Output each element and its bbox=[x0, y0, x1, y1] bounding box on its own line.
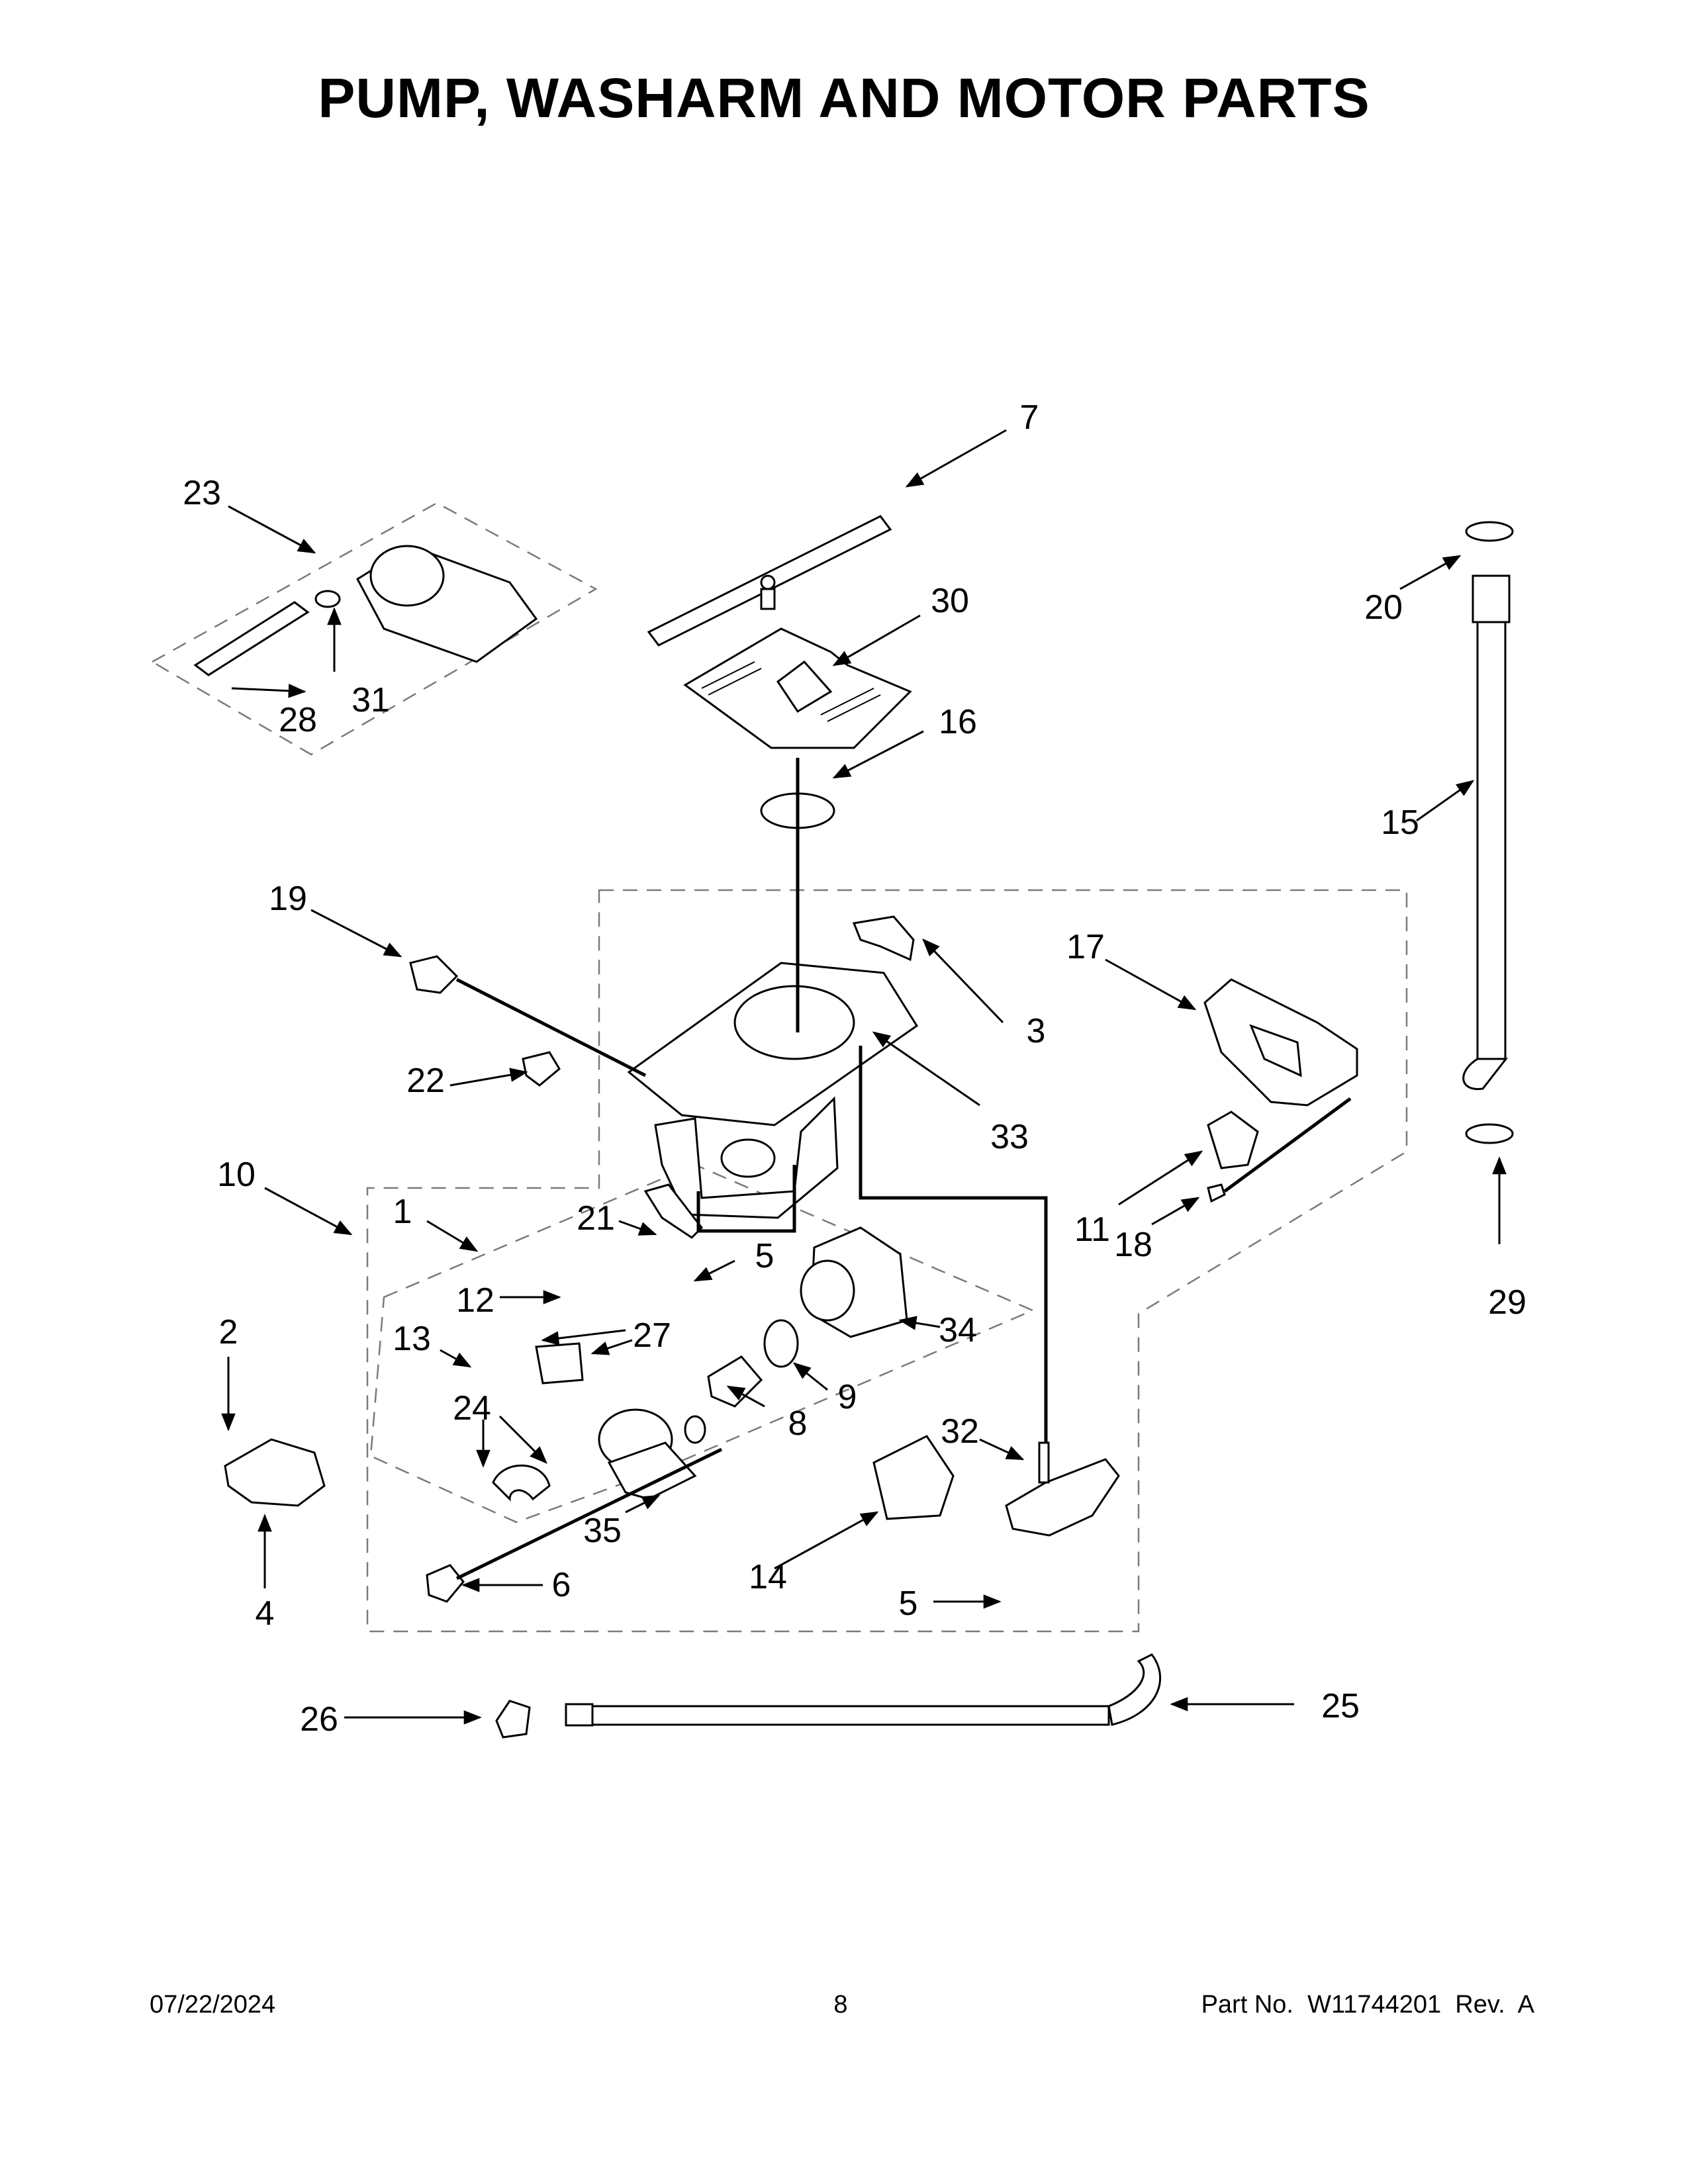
pump-mount bbox=[1005, 1441, 1120, 1537]
impeller-housing bbox=[707, 1355, 763, 1408]
pump-housing bbox=[598, 1408, 697, 1500]
callout-4: 4 bbox=[256, 1594, 275, 1633]
hose-clamp-top bbox=[1465, 521, 1514, 542]
callout-20: 20 bbox=[1364, 588, 1403, 627]
callout-13: 13 bbox=[393, 1320, 431, 1358]
hose-clamp-bottom bbox=[1465, 1123, 1514, 1144]
callout-17: 17 bbox=[1066, 928, 1105, 966]
callout-5b: 5 bbox=[899, 1584, 918, 1623]
hose-clip bbox=[495, 1700, 531, 1739]
callout-35: 35 bbox=[583, 1512, 622, 1550]
callout-27: 27 bbox=[633, 1316, 671, 1355]
drain-hose-horizontal bbox=[565, 1653, 1162, 1727]
filter-plate bbox=[683, 627, 912, 749]
callout-21: 21 bbox=[577, 1199, 615, 1238]
callout-10: 10 bbox=[217, 1156, 256, 1194]
callout-22: 22 bbox=[406, 1062, 445, 1100]
elbow-hose bbox=[492, 1464, 551, 1502]
callout-31: 31 bbox=[352, 681, 390, 719]
callout-30: 30 bbox=[931, 582, 969, 620]
callout-3: 3 bbox=[1027, 1012, 1046, 1050]
drain-hose-vertical bbox=[1462, 574, 1511, 1091]
seal-ring bbox=[763, 1319, 799, 1368]
callout-26: 26 bbox=[300, 1700, 338, 1739]
callout-2: 2 bbox=[219, 1313, 238, 1351]
fitting bbox=[426, 1564, 465, 1603]
sensor bbox=[409, 955, 459, 994]
wash-arm bbox=[647, 515, 892, 647]
callout-19: 19 bbox=[269, 880, 307, 918]
sump-assembly bbox=[627, 962, 919, 1219]
page-title: PUMP, WASHARM AND MOTOR PARTS bbox=[318, 67, 1370, 129]
heater-bracket bbox=[1203, 978, 1358, 1107]
callout-5a: 5 bbox=[755, 1237, 774, 1275]
clip bbox=[852, 915, 915, 962]
callout-16: 16 bbox=[939, 703, 977, 741]
callout-29: 29 bbox=[1488, 1283, 1526, 1322]
connector-hose bbox=[535, 1342, 584, 1385]
mount-block bbox=[1207, 1111, 1259, 1169]
circulation-motor bbox=[800, 1226, 908, 1338]
connection-lines bbox=[455, 758, 1352, 1580]
callout-12: 12 bbox=[456, 1281, 494, 1320]
callout-25: 25 bbox=[1321, 1687, 1360, 1725]
screw bbox=[1207, 1183, 1226, 1203]
callout-11: 11 bbox=[1074, 1210, 1110, 1249]
small-seal bbox=[684, 1415, 706, 1444]
callout-28: 28 bbox=[279, 701, 317, 739]
footer-date: 07/22/2024 bbox=[150, 1991, 276, 2019]
corrugated-hose bbox=[193, 601, 310, 676]
callout-1: 1 bbox=[393, 1193, 412, 1231]
callout-32: 32 bbox=[941, 1412, 979, 1451]
callout-labels: 1 2 3 4 5 5 6 7 8 9 10 11 12 13 14 15 16… bbox=[183, 398, 1526, 1739]
footer-page-number: 8 bbox=[833, 1991, 848, 2019]
callout-34: 34 bbox=[939, 1311, 977, 1349]
callout-18: 18 bbox=[1114, 1226, 1152, 1264]
diverter-motor bbox=[872, 1435, 955, 1520]
callout-33: 33 bbox=[990, 1118, 1029, 1156]
small-clamp bbox=[314, 590, 341, 608]
mounting-bracket bbox=[224, 1438, 326, 1507]
bracket bbox=[522, 1051, 561, 1087]
callout-24: 24 bbox=[453, 1389, 491, 1428]
callout-14: 14 bbox=[749, 1558, 787, 1596]
callout-15: 15 bbox=[1381, 803, 1419, 842]
callout-7: 7 bbox=[1020, 398, 1039, 437]
callout-23: 23 bbox=[183, 474, 221, 512]
leader-arrows bbox=[221, 429, 1507, 1725]
footer-part-number: Part No. W11744201 Rev. A bbox=[1201, 1991, 1534, 2019]
callout-8: 8 bbox=[788, 1404, 808, 1443]
drain-pump bbox=[356, 545, 538, 663]
callout-9: 9 bbox=[838, 1378, 857, 1416]
callout-6: 6 bbox=[552, 1566, 571, 1604]
